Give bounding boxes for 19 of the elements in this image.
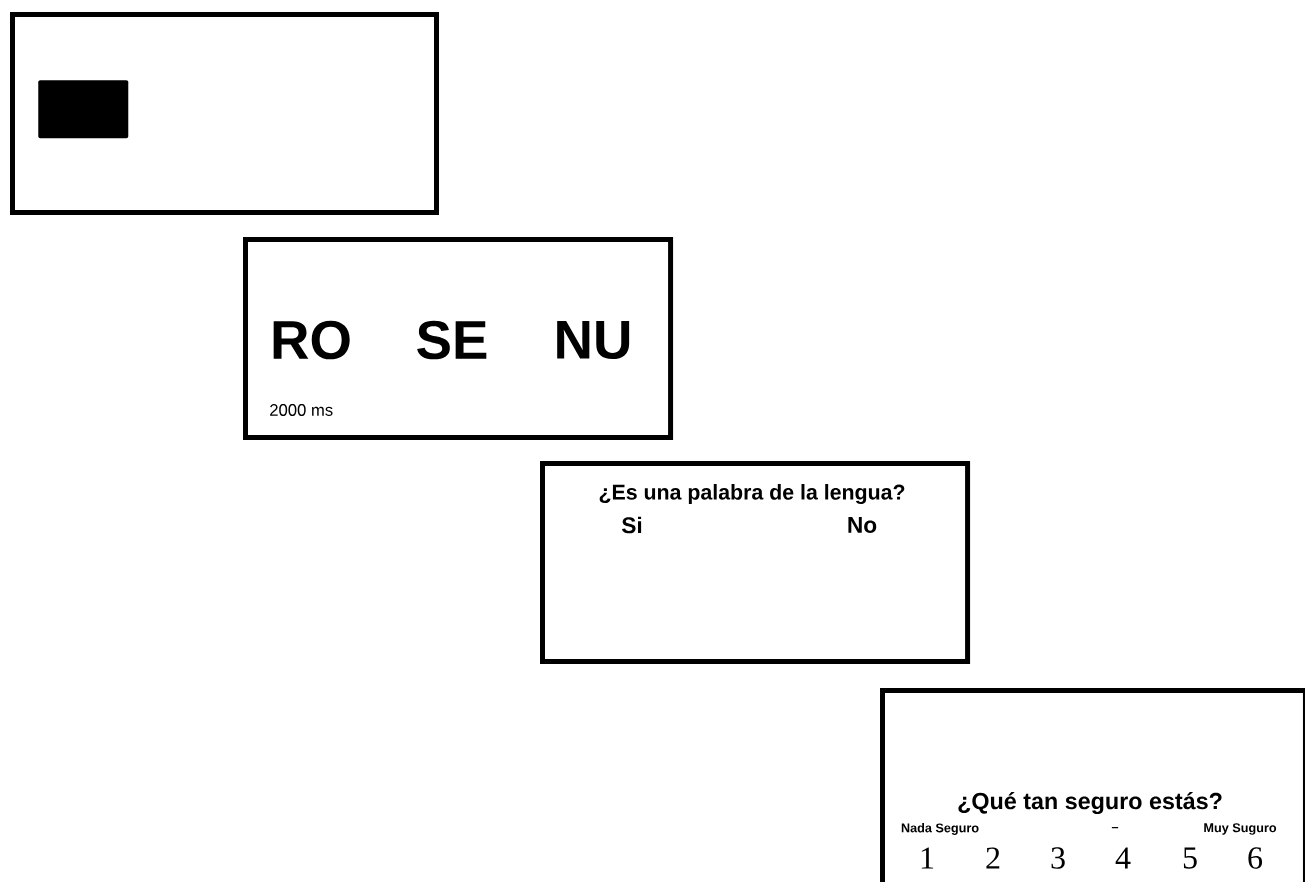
scale-label: Muy Suguro <box>1204 823 1277 835</box>
duration-label: 2000 ms <box>270 404 333 416</box>
scale-number: 6 <box>1248 847 1263 869</box>
scale-number: 5 <box>1183 847 1197 869</box>
option-label: Si <box>621 516 642 534</box>
scale-number: 4 <box>1115 847 1131 869</box>
option-label: No <box>848 517 877 533</box>
scale-label: – <box>1111 827 1119 829</box>
scale-number: 2 <box>986 847 1000 869</box>
screen-frame <box>10 12 439 215</box>
scale-number: 3 <box>1051 847 1065 869</box>
question-text: ¿Es una palabra de la lengua? <box>599 484 905 504</box>
question-text: ¿Qué tan seguro estás? <box>958 792 1222 815</box>
filled-rectangle <box>38 80 129 139</box>
big-letters: NU <box>557 320 630 360</box>
big-letters: SE <box>417 320 487 360</box>
big-letters: RO <box>273 320 350 360</box>
scale-label: Nada Seguro <box>901 823 979 835</box>
scale-number: 1 <box>921 847 934 869</box>
